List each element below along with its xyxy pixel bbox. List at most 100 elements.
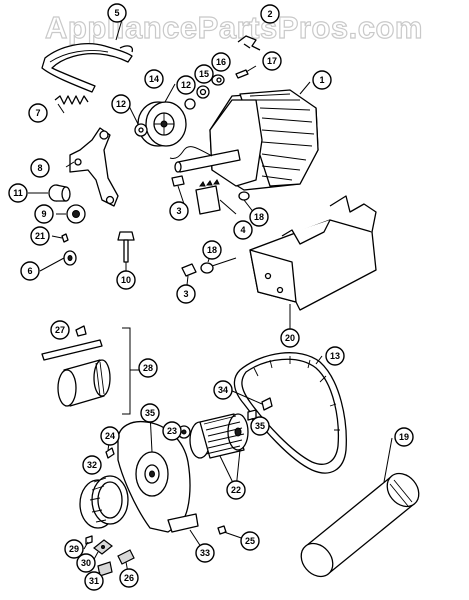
svg-text:22: 22 [231, 485, 241, 495]
part-9-idler-pulley [66, 204, 86, 224]
callout-14: 14 [144, 69, 164, 89]
svg-text:26: 26 [124, 573, 134, 583]
callout-3-lower: 3 [176, 284, 196, 304]
svg-text:15: 15 [199, 69, 209, 79]
callout-7: 7 [28, 103, 48, 123]
part-14-motor-pulley [137, 101, 187, 147]
callout-5: 5 [107, 3, 127, 23]
svg-text:32: 32 [87, 460, 97, 470]
part-21-screw [61, 233, 69, 243]
part-20-motor-mount [249, 195, 377, 311]
svg-text:18: 18 [207, 245, 217, 255]
callout-12-top: 12 [111, 94, 131, 114]
part-34-clip [261, 397, 273, 411]
callout-12: 12 [176, 75, 196, 95]
callout-16: 16 [211, 52, 231, 72]
part-19-cylinder [300, 472, 420, 578]
callout-11: 11 [8, 183, 28, 203]
part-12-washer [184, 98, 196, 110]
callout-17: 17 [262, 51, 282, 71]
svg-text:19: 19 [399, 432, 409, 442]
callout-25: 25 [240, 531, 260, 551]
callout-23: 23 [162, 421, 182, 441]
part-6-roller [63, 250, 77, 266]
callout-30: 30 [76, 553, 96, 573]
callout-28: 28 [138, 358, 158, 378]
callout-9: 9 [34, 204, 54, 224]
callout-35-center: 35 [140, 403, 160, 423]
svg-text:12: 12 [116, 99, 126, 109]
part-24-clip [105, 447, 115, 459]
part-18-washer-upper [238, 191, 250, 201]
svg-text:6: 6 [27, 266, 32, 276]
callout-13: 13 [325, 346, 345, 366]
part-3-screw-upper [171, 175, 185, 187]
svg-text:17: 17 [267, 56, 277, 66]
svg-text:30: 30 [81, 558, 91, 568]
svg-text:23: 23 [167, 426, 177, 436]
part-33-blower-housing [117, 420, 199, 533]
svg-text:18: 18 [254, 212, 264, 222]
callout-34: 34 [213, 380, 233, 400]
svg-text:11: 11 [13, 188, 23, 198]
callout-29: 29 [64, 539, 84, 559]
svg-text:13: 13 [330, 351, 340, 361]
callout-4: 4 [233, 220, 253, 240]
svg-text:34: 34 [218, 385, 228, 395]
svg-text:31: 31 [89, 576, 99, 586]
callout-32: 32 [82, 455, 102, 475]
svg-text:14: 14 [149, 74, 159, 84]
svg-text:27: 27 [55, 325, 65, 335]
svg-text:24: 24 [105, 431, 115, 441]
svg-text:8: 8 [37, 163, 42, 173]
part-8-idler-arm [69, 127, 119, 207]
part-10-bolt [117, 231, 135, 263]
part-12-washer-top [134, 123, 148, 137]
part-7-spring [54, 95, 89, 105]
part-2-clip [237, 35, 261, 51]
callout-8: 8 [30, 158, 50, 178]
part-22-blower-wheel [189, 413, 249, 459]
callout-19: 19 [394, 427, 414, 447]
part-5-belt-strap [41, 43, 134, 93]
part-32-seal-ring [79, 475, 129, 529]
part-26-bracket [117, 549, 135, 565]
callout-3-upper: 3 [169, 201, 189, 221]
callout-24: 24 [100, 426, 120, 446]
callout-18-upper: 18 [249, 207, 269, 227]
svg-text:3: 3 [176, 206, 181, 216]
callout-21: 21 [30, 226, 50, 246]
svg-text:5: 5 [114, 8, 119, 18]
svg-text:35: 35 [145, 408, 155, 418]
callout-2: 2 [260, 4, 280, 24]
part-16-bearing [211, 74, 225, 86]
part-15-nut [196, 85, 210, 99]
callout-10: 10 [116, 270, 136, 290]
part-30-bracket [93, 539, 113, 555]
watermark-logo: AppliancePartsPros.com [45, 10, 423, 45]
callout-1: 1 [312, 70, 332, 90]
svg-text:9: 9 [41, 209, 46, 219]
svg-text:3: 3 [183, 289, 188, 299]
svg-text:20: 20 [285, 333, 295, 343]
callout-26: 26 [119, 568, 139, 588]
svg-text:10: 10 [121, 275, 131, 285]
callout-31: 31 [84, 571, 104, 591]
part-18-washer-lower [200, 257, 237, 274]
callout-18-lower: 18 [202, 240, 222, 260]
callout-6: 6 [20, 261, 40, 281]
part-17-screw [235, 65, 257, 79]
callout-22: 22 [226, 480, 246, 500]
svg-text:7: 7 [35, 108, 40, 118]
callout-20: 20 [280, 328, 300, 348]
svg-text:33: 33 [200, 548, 210, 558]
part-29-clip [85, 535, 93, 545]
svg-text:25: 25 [245, 536, 255, 546]
svg-text:12: 12 [181, 80, 191, 90]
part-13-drive-belt [233, 352, 347, 474]
svg-text:16: 16 [216, 57, 226, 67]
callout-35-right: 35 [250, 416, 270, 436]
svg-text:4: 4 [240, 225, 245, 235]
svg-text:1: 1 [319, 75, 324, 85]
